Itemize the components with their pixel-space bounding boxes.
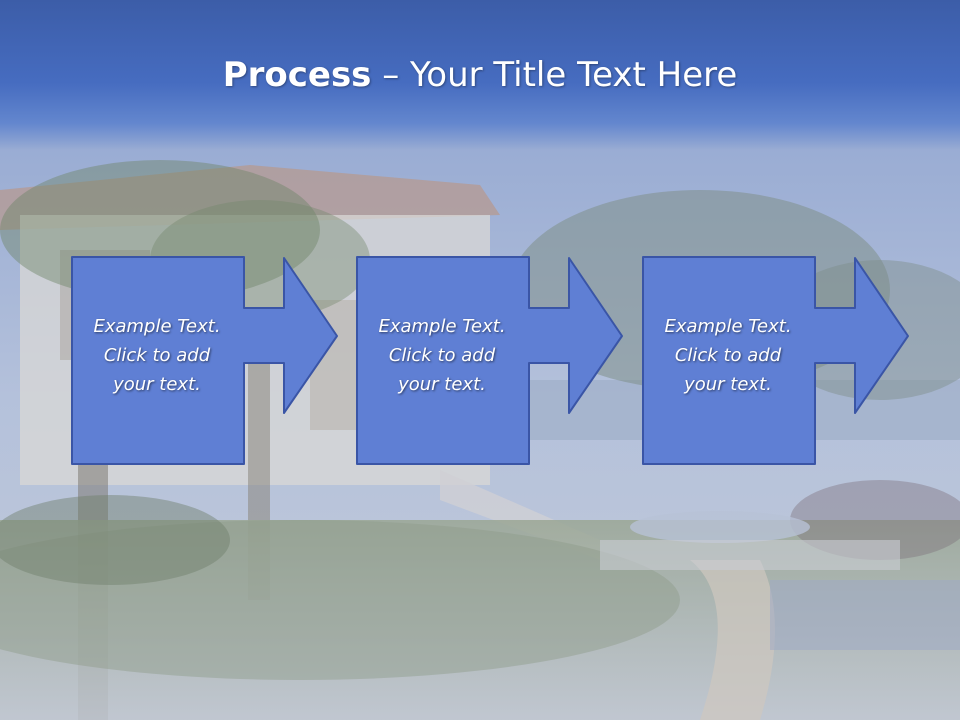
process-step-1[interactable]: Example Text. Click to add your text. (71, 256, 341, 466)
step-text[interactable]: Example Text. Click to add your text. (642, 312, 814, 399)
step-text-line: your text. (684, 374, 772, 395)
step-text-line: Example Text. (93, 316, 221, 337)
step-arrow-shape (356, 256, 623, 465)
step-arrow-shape (71, 256, 338, 465)
title-regular-part: – Your Title Text Here (371, 55, 738, 95)
title-bold-part: Process (222, 55, 372, 95)
step-text-line: your text. (113, 374, 201, 395)
step-text-line: Click to add (674, 345, 782, 366)
step-text-line: Click to add (388, 345, 496, 366)
step-arrow-shape (642, 256, 909, 465)
step-text-line: Example Text. (664, 316, 792, 337)
step-text-line: Click to add (103, 345, 211, 366)
process-step-3[interactable]: Example Text. Click to add your text. (642, 256, 912, 466)
step-text-line: your text. (398, 374, 486, 395)
title-band (0, 0, 960, 150)
step-text-line: Example Text. (378, 316, 506, 337)
step-text[interactable]: Example Text. Click to add your text. (356, 312, 528, 399)
process-step-2[interactable]: Example Text. Click to add your text. (356, 256, 626, 466)
slide-title[interactable]: Process – Your Title Text Here (0, 52, 960, 98)
step-text[interactable]: Example Text. Click to add your text. (71, 312, 243, 399)
